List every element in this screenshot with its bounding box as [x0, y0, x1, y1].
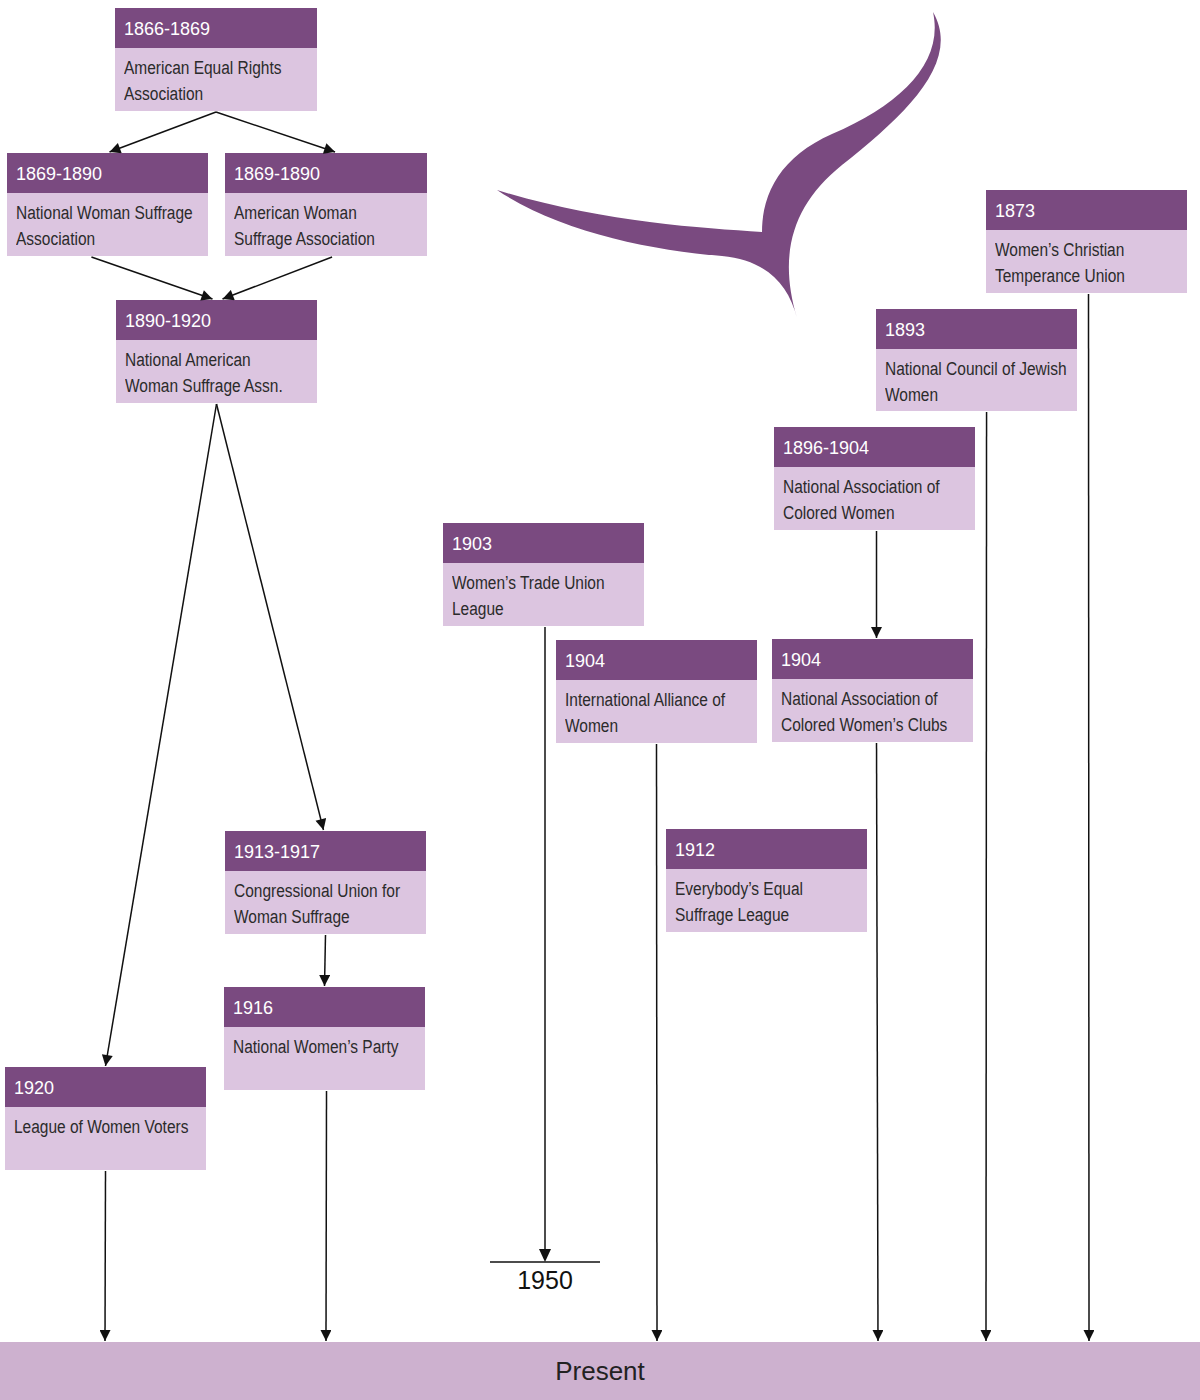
- connector-arrow: [325, 1091, 327, 1341]
- org-name-wrap: Women’s Trade Union League: [443, 563, 644, 622]
- org-box: 1869-1890National Woman Suffrage Associa…: [7, 153, 208, 256]
- org-name-wrap: National Woman Suffrage Association: [7, 193, 208, 252]
- year-heading: 1904: [556, 640, 757, 680]
- year-heading: 1904: [772, 639, 973, 679]
- connector-arrow: [223, 257, 333, 299]
- org-box: 1873Women’s Christian Temperance Union: [986, 190, 1187, 293]
- year-heading: 1920: [5, 1067, 206, 1107]
- bird-swoosh: [497, 12, 941, 318]
- org-name: National Women’s Party: [233, 1034, 415, 1060]
- org-name-wrap: League of Women Voters: [5, 1107, 206, 1140]
- year-heading: 1896-1904: [774, 427, 975, 467]
- org-name: National Association of Colored Women’s …: [781, 686, 963, 738]
- org-name: Women’s Trade Union League: [452, 570, 634, 622]
- org-name-wrap: National Council of Jewish Women: [876, 349, 1077, 408]
- org-name: International Alliance of Women: [565, 687, 747, 739]
- connector-arrow: [1088, 294, 1090, 1341]
- year-heading: 1912: [666, 829, 867, 869]
- org-name: American Woman Suffrage Association: [234, 200, 416, 252]
- org-box: 1866-1869American Equal Rights Associati…: [115, 8, 317, 111]
- org-box: 1869-1890American Woman Suffrage Associa…: [225, 153, 427, 256]
- connector-arrow: [877, 743, 878, 1341]
- org-box: 1903Women’s Trade Union League: [443, 523, 644, 626]
- year-heading: 1869-1890: [225, 153, 427, 193]
- connector-arrow: [876, 531, 878, 638]
- org-box: 1916National Women’s Party: [224, 987, 425, 1090]
- year-heading: 1893: [876, 309, 1077, 349]
- leader-arrowhead: [539, 1249, 551, 1262]
- org-name-wrap: Everybody’s Equal Suffrage League: [666, 869, 867, 928]
- org-name-wrap: National Association of Colored Women: [774, 467, 975, 526]
- connector-arrow: [104, 1171, 106, 1341]
- org-box: 1893National Council of Jewish Women: [876, 309, 1077, 411]
- org-box: 1904International Alliance of Women: [556, 640, 757, 743]
- year-heading: 1903: [443, 523, 644, 563]
- org-box: 1890-1920National American Woman Suffrag…: [116, 300, 317, 403]
- timeline-band: Present: [0, 1342, 1200, 1400]
- org-name-wrap: National American Woman Suffrage Assn.: [116, 340, 317, 399]
- org-name-wrap: Congressional Union for Woman Suffrage: [225, 871, 426, 930]
- connector-arrow: [325, 935, 326, 986]
- org-name: Congressional Union for Woman Suffrage: [234, 878, 416, 930]
- connector-arrow: [985, 412, 987, 1341]
- year-heading: 1873: [986, 190, 1187, 230]
- year-heading: 1869-1890: [7, 153, 208, 193]
- connector-arrow: [656, 744, 658, 1341]
- connector-arrow: [216, 112, 335, 152]
- org-box: 1912Everybody’s Equal Suffrage League: [666, 829, 867, 932]
- year-heading: 1890-1920: [116, 300, 317, 340]
- year-heading: 1913-1917: [225, 831, 426, 871]
- connector-arrow: [106, 404, 217, 1066]
- org-name-wrap: American Woman Suffrage Association: [225, 193, 427, 252]
- connector-arrow: [91, 257, 212, 299]
- org-name: Women’s Christian Temperance Union: [995, 237, 1177, 289]
- org-box: 1920League of Women Voters: [5, 1067, 206, 1170]
- org-name: League of Women Voters: [14, 1114, 196, 1140]
- org-name: National Council of Jewish Women: [885, 356, 1067, 408]
- org-name: National American Woman Suffrage Assn.: [125, 347, 307, 399]
- org-name-wrap: American Equal Rights Association: [115, 48, 317, 107]
- org-name: National Woman Suffrage Association: [16, 200, 198, 252]
- timeline-label: Present: [555, 1356, 645, 1387]
- year-label: 1950: [517, 1266, 573, 1295]
- year-heading: 1916: [224, 987, 425, 1027]
- org-name: American Equal Rights Association: [124, 55, 306, 107]
- org-name-wrap: National Association of Colored Women’s …: [772, 679, 973, 738]
- connector-arrow: [110, 112, 216, 152]
- org-box: 1913-1917Congressional Union for Woman S…: [225, 831, 426, 934]
- connector-arrow: [217, 404, 324, 830]
- org-name: Everybody’s Equal Suffrage League: [675, 876, 857, 928]
- org-box: 1896-1904National Association of Colored…: [774, 427, 975, 530]
- org-name: National Association of Colored Women: [783, 474, 965, 526]
- org-box: 1904National Association of Colored Wome…: [772, 639, 973, 742]
- org-name-wrap: Women’s Christian Temperance Union: [986, 230, 1187, 289]
- tick-line: [490, 1261, 600, 1263]
- org-name-wrap: National Women’s Party: [224, 1027, 425, 1060]
- org-name-wrap: International Alliance of Women: [556, 680, 757, 739]
- year-heading: 1866-1869: [115, 8, 317, 48]
- leader-line: [544, 627, 546, 1255]
